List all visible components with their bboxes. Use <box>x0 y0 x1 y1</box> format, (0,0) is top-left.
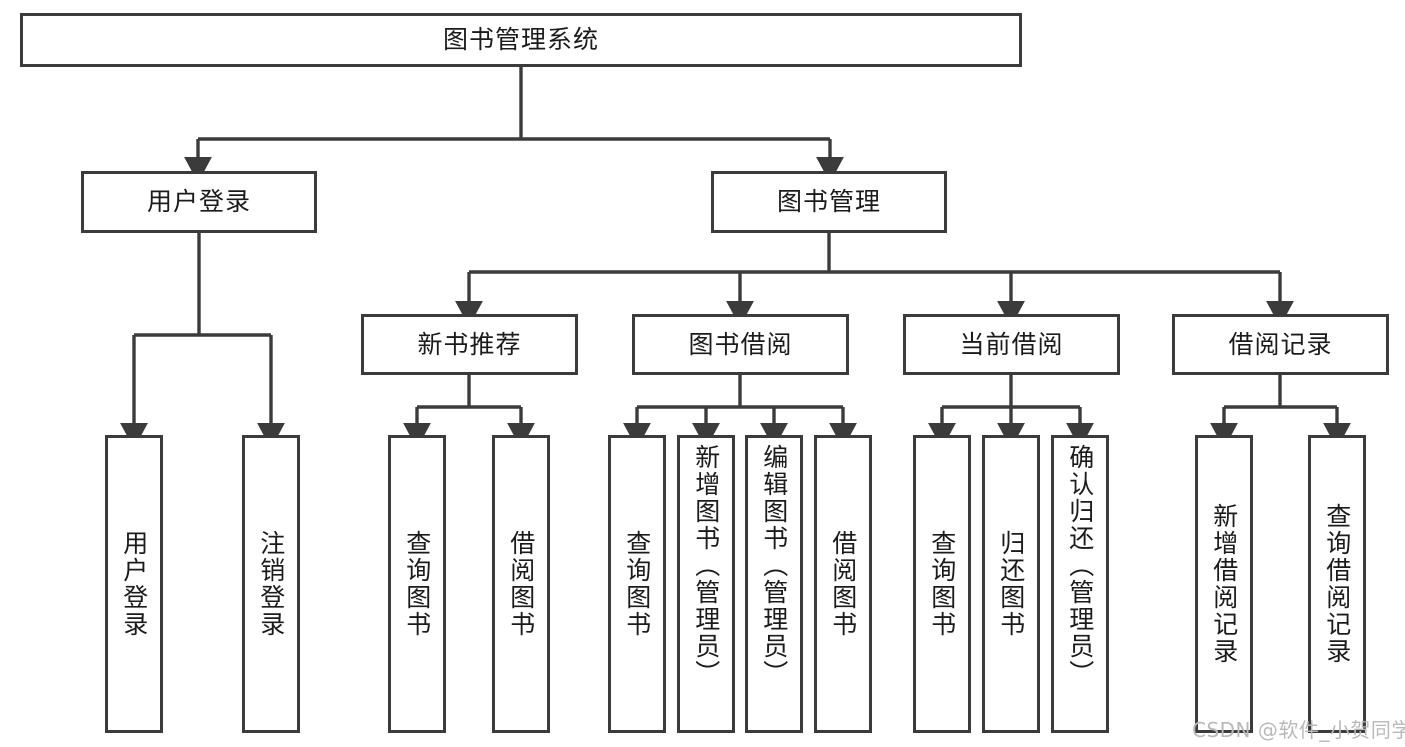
leaf-query-book-1[interactable]: 查询图书 <box>388 435 446 733</box>
leaf-query-book-3[interactable]: 查询图书 <box>913 435 971 733</box>
leaf-query-book-2-label: 查询图书 <box>622 530 652 638</box>
node-book-management-label: 图书管理 <box>776 187 881 217</box>
node-current-borrow[interactable]: 当前借阅 <box>903 314 1120 375</box>
leaf-return-book-label: 归还图书 <box>996 530 1026 638</box>
leaf-user-login-label: 用户登录 <box>119 530 149 638</box>
leaf-borrow-book-1[interactable]: 借阅图书 <box>492 435 550 733</box>
node-user-login[interactable]: 用户登录 <box>81 171 317 233</box>
leaf-query-book-3-label: 查询图书 <box>927 530 957 638</box>
csdn-watermark: CSDN @软件_小贺同学 <box>1192 718 1405 742</box>
node-root-title[interactable]: 图书管理系统 <box>20 13 1022 67</box>
leaf-confirm-return-label: 确认归还（管理员） <box>1065 444 1095 687</box>
leaf-add-borrow-record[interactable]: 新增借阅记录 <box>1195 435 1253 733</box>
leaf-edit-book-label: 编辑图书（管理员） <box>759 444 789 687</box>
leaf-user-login[interactable]: 用户登录 <box>105 435 163 733</box>
node-root-title-label: 图书管理系统 <box>442 25 599 55</box>
leaf-edit-book[interactable]: 编辑图书（管理员） <box>745 435 803 733</box>
leaf-borrow-book-2-label: 借阅图书 <box>828 530 858 638</box>
node-borrow-record[interactable]: 借阅记录 <box>1172 314 1389 375</box>
node-user-login-label: 用户登录 <box>146 187 251 217</box>
node-book-borrow-label: 图书借阅 <box>688 329 793 359</box>
node-book-management[interactable]: 图书管理 <box>711 171 947 233</box>
node-borrow-record-label: 借阅记录 <box>1228 329 1333 359</box>
leaf-query-borrow-record[interactable]: 查询借阅记录 <box>1308 435 1366 733</box>
leaf-borrow-book-2[interactable]: 借阅图书 <box>814 435 872 733</box>
leaf-confirm-return[interactable]: 确认归还（管理员） <box>1051 435 1109 733</box>
node-new-book-recommend-label: 新书推荐 <box>417 329 522 359</box>
leaf-logout-login[interactable]: 注销登录 <box>242 435 300 733</box>
leaf-add-book[interactable]: 新增图书（管理员） <box>677 435 735 733</box>
leaf-add-borrow-record-label: 新增借阅记录 <box>1209 503 1239 665</box>
node-current-borrow-label: 当前借阅 <box>959 329 1064 359</box>
leaf-logout-login-label: 注销登录 <box>256 530 286 638</box>
node-new-book-recommend[interactable]: 新书推荐 <box>361 314 578 375</box>
node-book-borrow[interactable]: 图书借阅 <box>632 314 849 375</box>
leaf-add-book-label: 新增图书（管理员） <box>691 444 721 687</box>
leaf-return-book[interactable]: 归还图书 <box>982 435 1040 733</box>
leaf-query-book-2[interactable]: 查询图书 <box>608 435 666 733</box>
leaf-query-borrow-record-label: 查询借阅记录 <box>1322 503 1352 665</box>
leaf-query-book-1-label: 查询图书 <box>402 530 432 638</box>
leaf-borrow-book-1-label: 借阅图书 <box>506 530 536 638</box>
